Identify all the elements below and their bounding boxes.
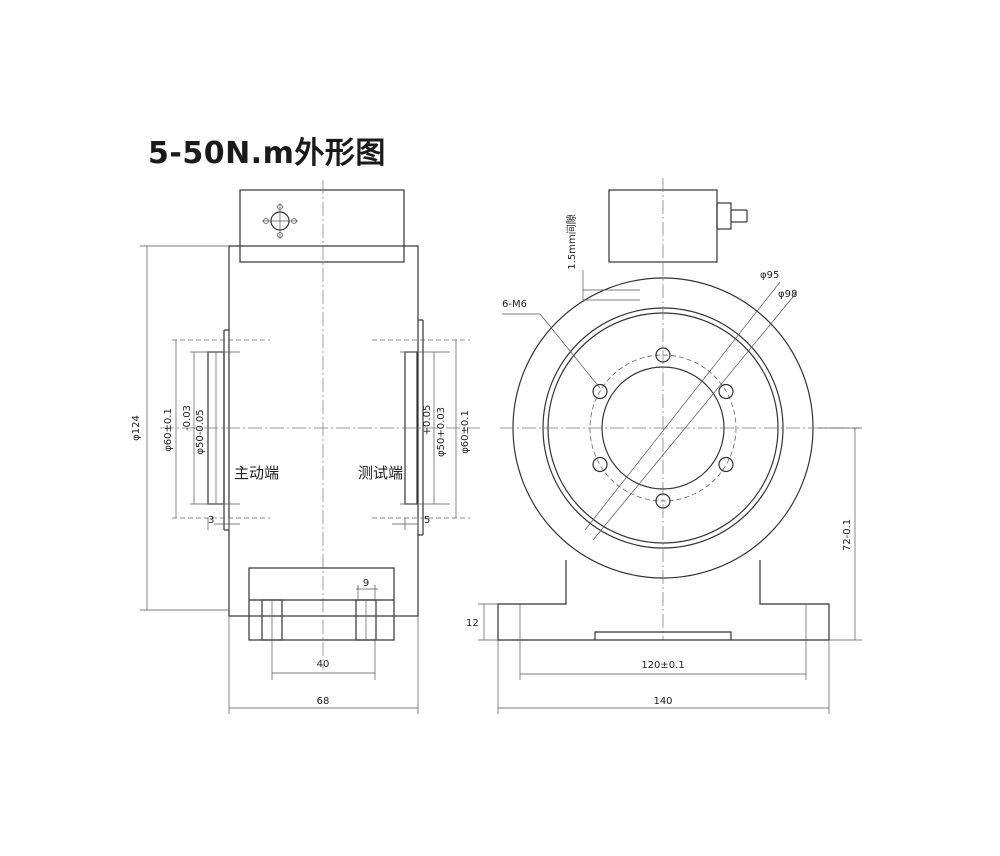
side-view: 主动端 测试端 φ124 φ60±0.1 -0.03 φ50-0.05 +0.0…	[131, 180, 480, 714]
cable-gland	[716, 202, 732, 230]
bolt-holes-dim: 6-M6	[502, 299, 527, 310]
right-shaft-dim: φ50+0.03	[436, 407, 447, 457]
gap-note: 1.5mm间隙	[565, 214, 578, 269]
sensor-body	[228, 245, 419, 617]
bolt-holes	[592, 347, 734, 509]
side-mount-base	[248, 567, 395, 641]
base-thickness-dim: 12	[466, 618, 479, 629]
front-view: 1.5mm间隙 6-M6 φ95 φ98 72-0.1 12 120±0.1 1…	[466, 178, 862, 714]
center-height-dim: 72-0.1	[842, 519, 853, 551]
base-width-dim: 140	[653, 696, 672, 707]
test-end-label: 测试端	[358, 464, 403, 482]
left-shaft-dim: φ50-0.05	[195, 409, 206, 454]
left-recess-dim: 3	[208, 515, 214, 526]
slot-spacing-dim: 40	[317, 659, 330, 670]
left-shaft-tol: -0.03	[182, 405, 193, 431]
body-diameter-dim: φ124	[131, 415, 142, 441]
connector-symbol	[262, 203, 298, 239]
right-shaft-tol: +0.05	[422, 405, 433, 436]
front-base	[497, 560, 830, 641]
outer-diameter-dim: φ98	[778, 289, 797, 300]
overall-length-dim: 68	[317, 696, 330, 707]
connector-box	[239, 189, 405, 263]
inner-diameter-dim: φ95	[760, 270, 779, 281]
drive-end-label: 主动端	[234, 464, 279, 482]
hole-spacing-dim: 120±0.1	[641, 660, 684, 671]
slot-width-dim: 9	[363, 578, 369, 589]
left-flange-dim: φ60±0.1	[163, 408, 174, 452]
drawing-title: 5-50N.m外形图	[148, 136, 386, 171]
right-flange-dim: φ60±0.1	[460, 410, 471, 454]
right-recess-dim: 5	[424, 515, 430, 526]
